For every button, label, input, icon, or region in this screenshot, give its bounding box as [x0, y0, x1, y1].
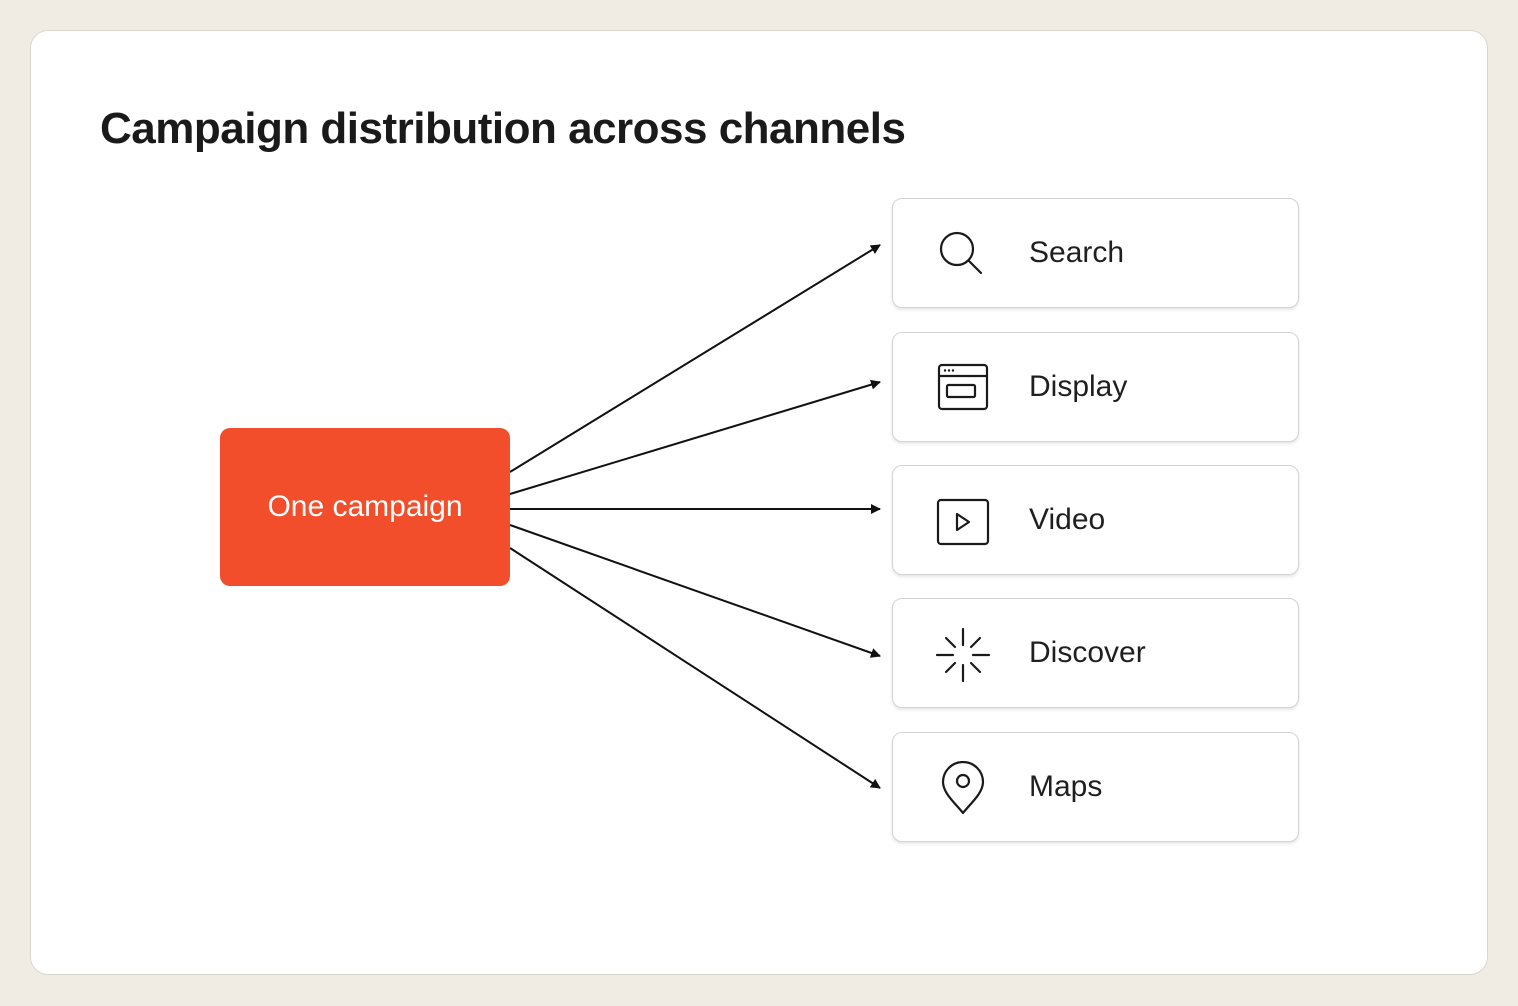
- browser-window-icon: [935, 361, 991, 417]
- channel-label: Maps: [1029, 770, 1103, 803]
- channel-display: Display: [892, 332, 1299, 442]
- channel-label: Discover: [1029, 636, 1146, 669]
- channel-label: Video: [1029, 503, 1106, 536]
- channel-discover: Discover: [892, 598, 1299, 708]
- channel-maps: Maps: [892, 732, 1299, 842]
- page-title: Campaign distribution across channels: [100, 104, 906, 153]
- source-campaign-label: One campaign: [267, 490, 463, 523]
- channel-video: Video: [892, 465, 1299, 575]
- channel-label: Search: [1029, 236, 1125, 269]
- source-campaign-box: One campaign: [220, 428, 510, 586]
- channel-label: Display: [1029, 370, 1128, 403]
- channel-search: Search: [892, 198, 1299, 308]
- map-pin-icon: [935, 761, 991, 817]
- play-icon: [935, 494, 991, 550]
- search-icon: [935, 227, 991, 283]
- sparkle-burst-icon: [935, 627, 991, 683]
